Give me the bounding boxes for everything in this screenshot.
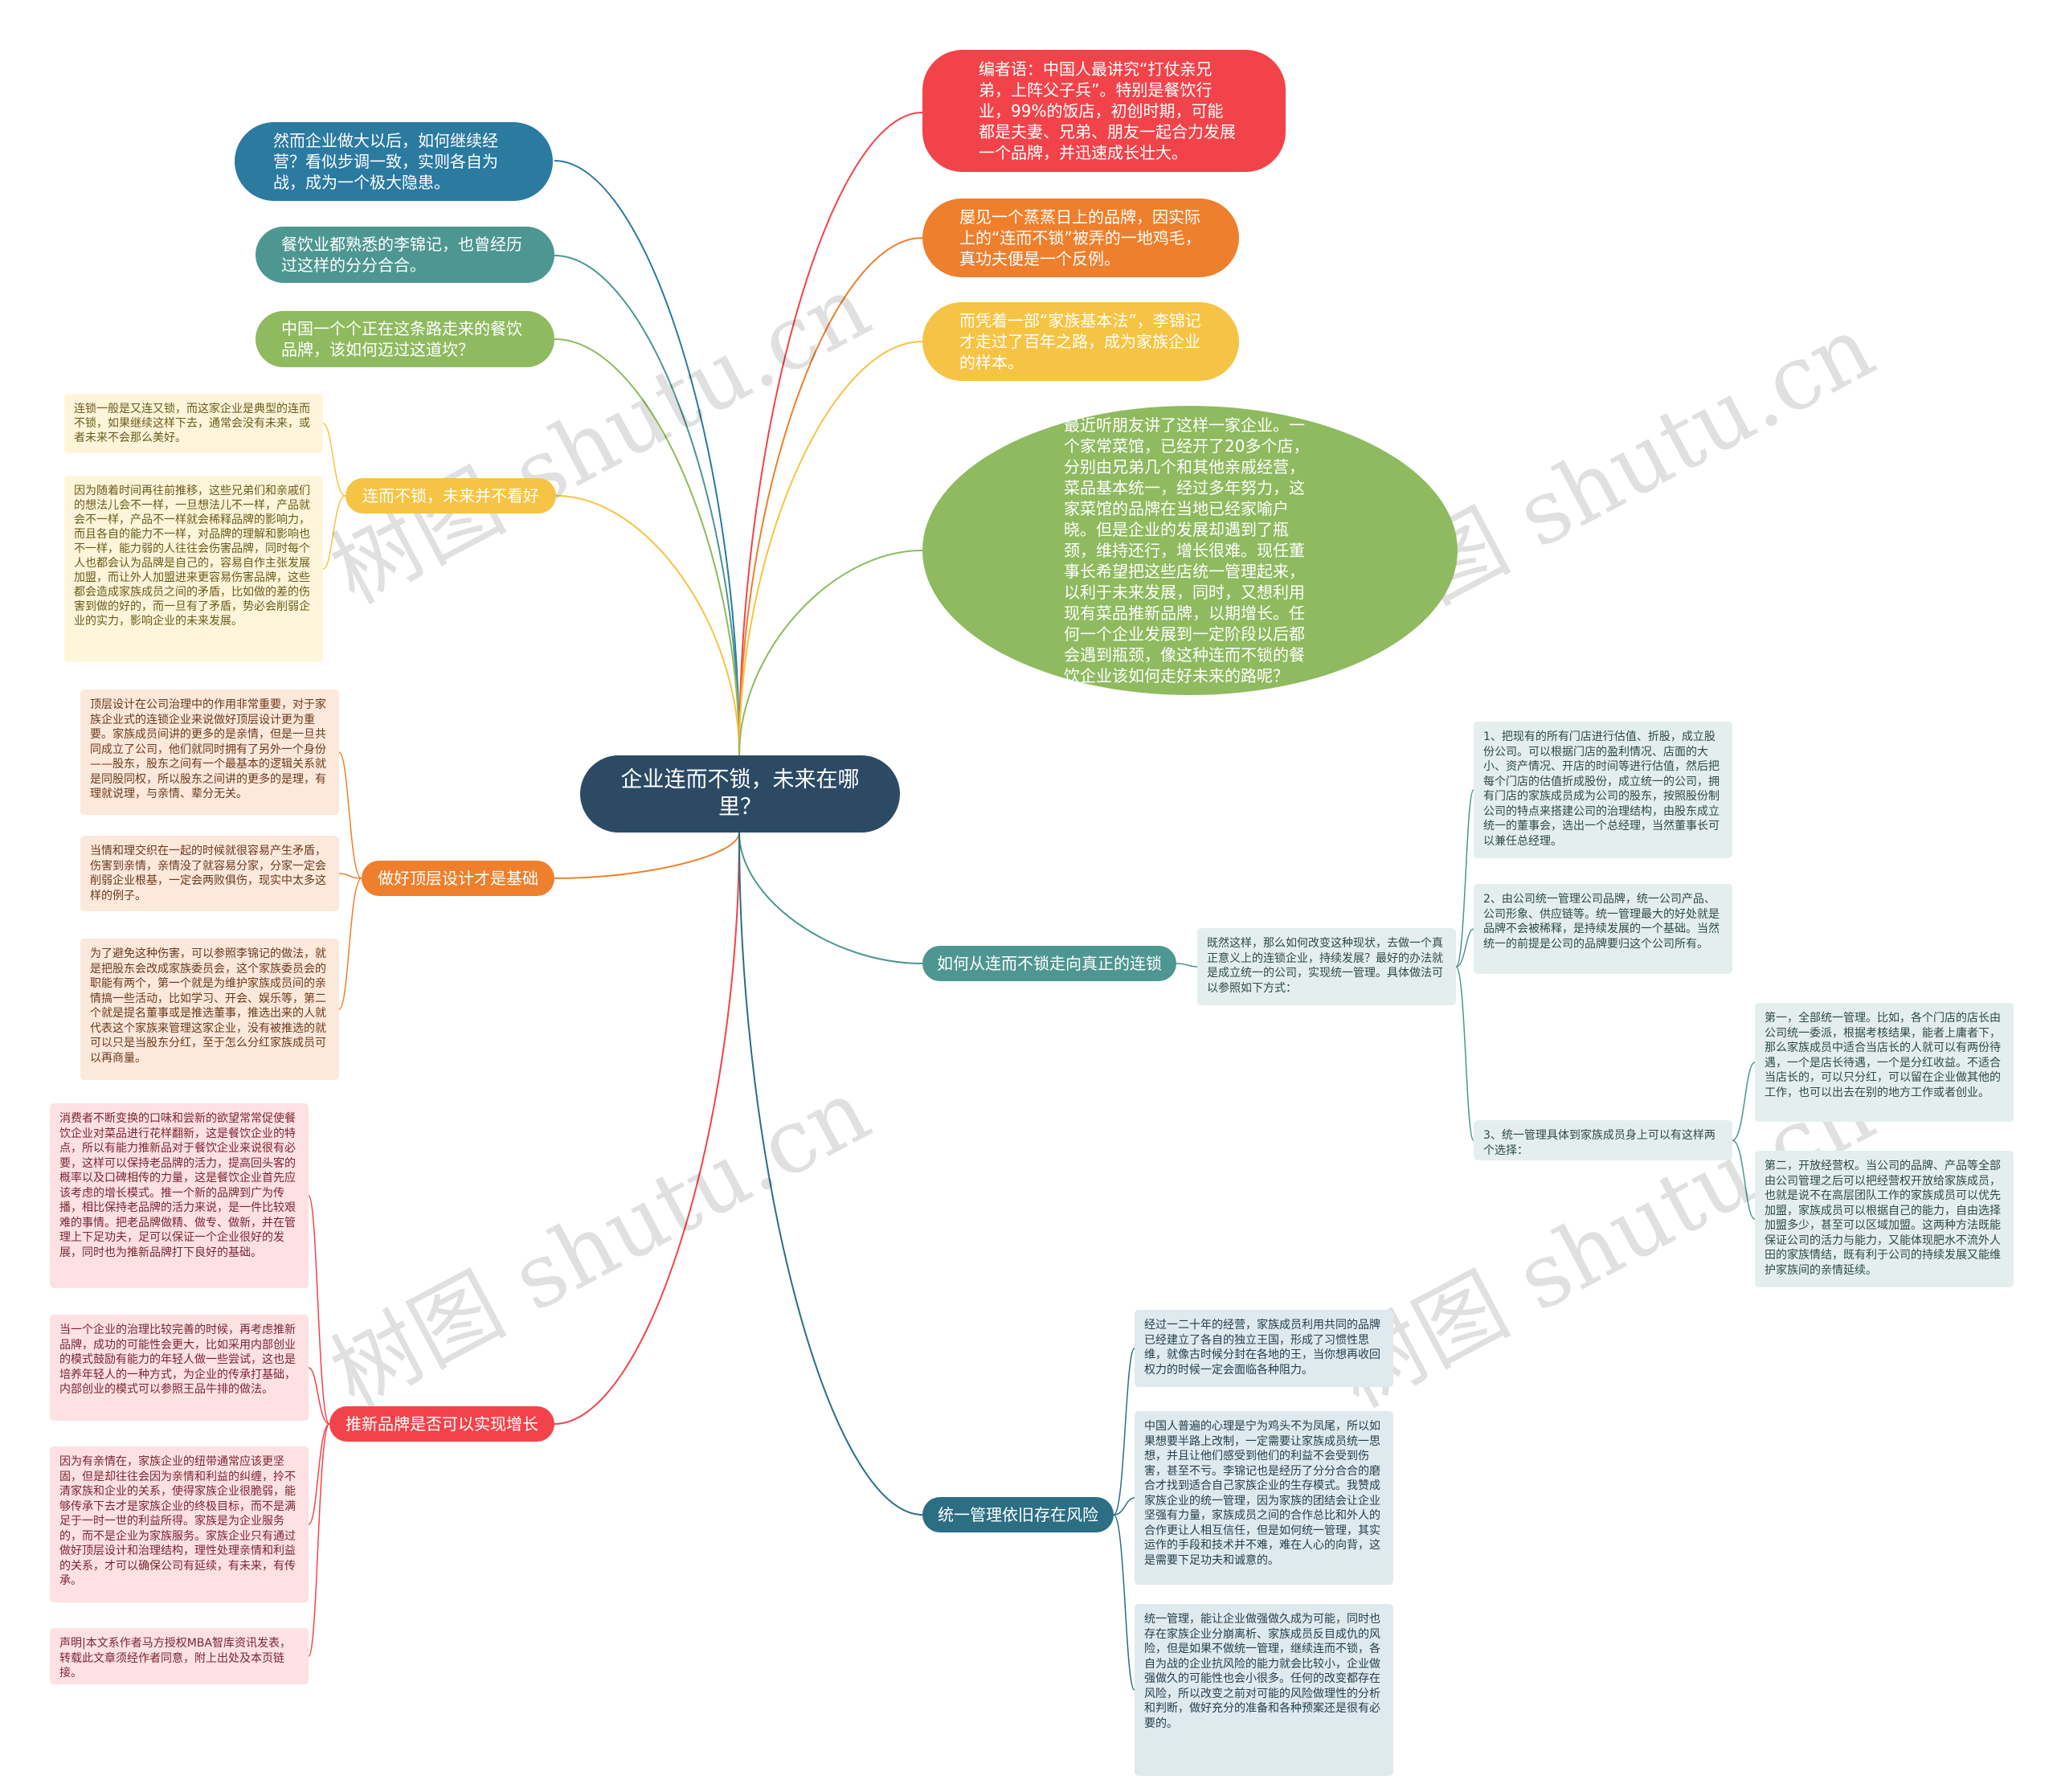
leaf-tuixin-3: 因为有亲情在，家族企业的纽带通常应该更坚固，但是却往往会因为亲情和利益的纠缠，拎…	[50, 1446, 309, 1602]
topic-lijinji[interactable]: 餐饮业都熟悉的李锦记，也曾经历过这样的分分合合。	[256, 227, 554, 283]
leaf-tuixin-1: 消费者不断变换的口味和尝新的欲望常常促使餐饮企业对菜品进行花样翻新，这是餐饮企业…	[50, 1103, 309, 1288]
line-ruhe-sub-1	[1732, 1062, 1756, 1141]
line-tuixin-leaf-3	[308, 1423, 330, 1525]
center-title: 企业连而不锁，未来在哪里？	[620, 767, 860, 820]
topic-maiguo-text: 中国一个个正在这条路走来的餐饮品牌，该如何迈过这道坎？	[281, 319, 522, 359]
line-lianer-leaf-2	[322, 495, 346, 570]
leaf-tongyi-2: 中国人普遍的心理是宁为鸡头不为凤尾，所以如果想要半路上改制，一定需要让家族成员统…	[1135, 1411, 1393, 1585]
line-tuixin-leaf-4	[308, 1423, 330, 1657]
leaf-lianer-2: 因为随着时间再往前推移，这些兄弟们和亲戚们的想法儿会不一样，一旦想法儿不一样，产…	[64, 476, 323, 662]
branch-lianer-text: 连而不锁，未来并不看好	[362, 486, 539, 505]
line-tuixin-leaf-2	[308, 1367, 330, 1425]
line-tuixin-leaf-1	[308, 1195, 330, 1425]
line-lianer	[555, 495, 740, 756]
branch-dinceng-text: 做好顶层设计才是基础	[378, 869, 538, 888]
topic-weifeng[interactable]: 然而企业做大以后，如何继续经营？看似步调一致，实则各自为战，成为一个极大隐患。	[235, 122, 553, 201]
branch-dinceng-label[interactable]: 做好顶层设计才是基础	[362, 861, 554, 896]
topic-lijinji-text: 餐饮业都熟悉的李锦记，也曾经历过这样的分分合合。	[281, 235, 522, 275]
line-ruhe-sub-2	[1732, 1139, 1756, 1220]
line-ruhe-intro-1	[1176, 963, 1198, 968]
topic-jiazufa[interactable]: 而凭着一部“家族基本法”，李锦记才走过了百年之路，成为家族企业的样本。	[922, 302, 1239, 381]
line-tongyi	[738, 832, 923, 1516]
leaf-ruhe-item-1: 1、把现有的所有门店进行估值、折股，成立股份公司。可以根据门店的盈利情况、店面的…	[1474, 722, 1732, 858]
branch-lianer-label[interactable]: 连而不锁，未来并不看好	[346, 478, 556, 513]
topic-zhengongfu[interactable]: 屡见一个蒸蒸日上的品牌，因实际上的“连而不锁”被弄的一地鸡毛，真功夫便是一个反例…	[922, 198, 1239, 277]
center-topic[interactable]: 企业连而不锁，未来在哪里？	[580, 755, 900, 833]
line-dinceng-leaf-3	[338, 878, 362, 1010]
leaf-dinceng-1: 顶层设计在公司治理中的作用非常重要，对于家族企业式的连锁企业来说做好顶层设计更为…	[80, 689, 339, 815]
leaf-tongyi-3: 统一管理，能让企业做强做久成为可能，同时也存在家族企业分崩离析、家族成员反目成仇…	[1135, 1604, 1393, 1776]
line-dinceng-leaf-1	[338, 751, 362, 879]
line-editor	[738, 112, 923, 756]
leaf-lianer-1: 连锁一般是又连又锁，而这家企业是典型的连而不锁，如果继续这样下去，通常会没有未来…	[64, 394, 323, 453]
line-tongyi-leaf-1	[1113, 1348, 1135, 1516]
line-ruhe	[738, 832, 923, 964]
topic-story[interactable]: 最近听朋友讲了这样一家企业。一个家常菜馆，已经开了20多个店，分别由兄弟几个和其…	[922, 406, 1458, 695]
line-dinceng	[554, 832, 740, 879]
branch-ruhe-text: 如何从连而不锁走向真正的连锁	[937, 954, 1162, 973]
line-jiazufa	[738, 341, 923, 756]
line-ruhe-item-2	[1455, 928, 1474, 968]
topic-maiguo[interactable]: 中国一个个正在这条路走来的餐饮品牌，该如何迈过这道坎？	[256, 311, 554, 367]
topic-story-text: 最近听朋友讲了这样一家企业。一个家常菜馆，已经开了20多个店，分别由兄弟几个和其…	[1064, 415, 1310, 685]
topic-editor-note-text: 编者语：中国人最讲究“打仗亲兄弟，上阵父子兵”。特别是餐饮行业，99%的饭店，初…	[979, 59, 1236, 162]
topic-editor-note[interactable]: 编者语：中国人最讲究“打仗亲兄弟，上阵父子兵”。特别是餐饮行业，99%的饭店，初…	[922, 50, 1286, 172]
line-weifeng	[554, 160, 740, 756]
leaf-tongyi-1: 经过一二十年的经营，家族成员利用共同的品牌已经建立了各自的独立王国，形成了习惯性…	[1135, 1310, 1393, 1387]
branch-tuixin-label[interactable]: 推新品牌是否可以实现增长	[329, 1406, 554, 1442]
line-zhengongfu	[738, 237, 923, 756]
line-maiguo	[554, 338, 740, 756]
line-story	[738, 550, 923, 756]
line-tongyi-leaf-2	[1113, 1497, 1135, 1516]
topic-weifeng-text: 然而企业做大以后，如何继续经营？看似步调一致，实则各自为战，成为一个极大隐患。	[273, 131, 498, 192]
leaf-ruhe-item-3: 3、统一管理具体到家族成员身上可以有这样两个选择：	[1474, 1120, 1732, 1160]
branch-tongyi-text: 统一管理依旧存在风险	[938, 1505, 1098, 1524]
branch-tuixin-text: 推新品牌是否可以实现增长	[346, 1414, 538, 1434]
leaf-dinceng-3: 为了避免这种伤害，可以参照李锦记的做法，就是把股东会改成家族委员会，这个家族委员…	[80, 939, 339, 1080]
leaf-tuixin-2: 当一个企业的治理比较完善的时候，再考虑推新品牌，成功的可能性会更大，比如采用内部…	[50, 1315, 309, 1421]
line-lianer-leaf-1	[322, 423, 346, 497]
leaf-ruhe-sub-2: 第二，开放经营权。当公司的品牌、产品等全部由公司管理之后可以把经营权开放给家族成…	[1755, 1151, 2014, 1287]
leaf-ruhe-sub-1: 第一，全部统一管理。比如，各个门店的店长由公司统一委派，根据考核结果，能者上庸者…	[1755, 1003, 2014, 1122]
line-tuixin	[554, 832, 740, 1425]
leaf-ruhe-item-2: 2、由公司统一管理公司品牌，统一公司产品、公司形象、供应链等。统一管理最大的好处…	[1474, 884, 1732, 974]
leaf-dinceng-2: 当情和理交织在一起的时候就很容易产生矛盾，伤害到亲情，亲情没了就容易分家，分家一…	[80, 836, 339, 911]
leaf-ruhe-intro: 既然这样，那么如何改变这种现状，去做一个真正意义上的连锁企业，持续发展？最好的办…	[1197, 928, 1456, 1005]
line-tongyi-leaf-3	[1113, 1514, 1135, 1691]
branch-tongyi-label[interactable]: 统一管理依旧存在风险	[922, 1497, 1114, 1532]
line-ruhe-item-1	[1455, 789, 1474, 968]
line-lijinji	[554, 255, 740, 756]
line-ruhe-item-3	[1455, 966, 1474, 1141]
leaf-tuixin-4: 声明|本文系作者马方授权MBA智库资讯发表，转载此文章须经作者同意，附上出处及本…	[50, 1628, 309, 1684]
line-dinceng-leaf-2	[338, 873, 362, 879]
topic-jiazufa-text: 而凭着一部“家族基本法”，李锦记才走过了百年之路，成为家族企业的样本。	[959, 311, 1201, 372]
branch-ruhe-label[interactable]: 如何从连而不锁走向真正的连锁	[922, 946, 1176, 981]
topic-zhengongfu-text: 屡见一个蒸蒸日上的品牌，因实际上的“连而不锁”被弄的一地鸡毛，真功夫便是一个反例…	[959, 207, 1201, 268]
